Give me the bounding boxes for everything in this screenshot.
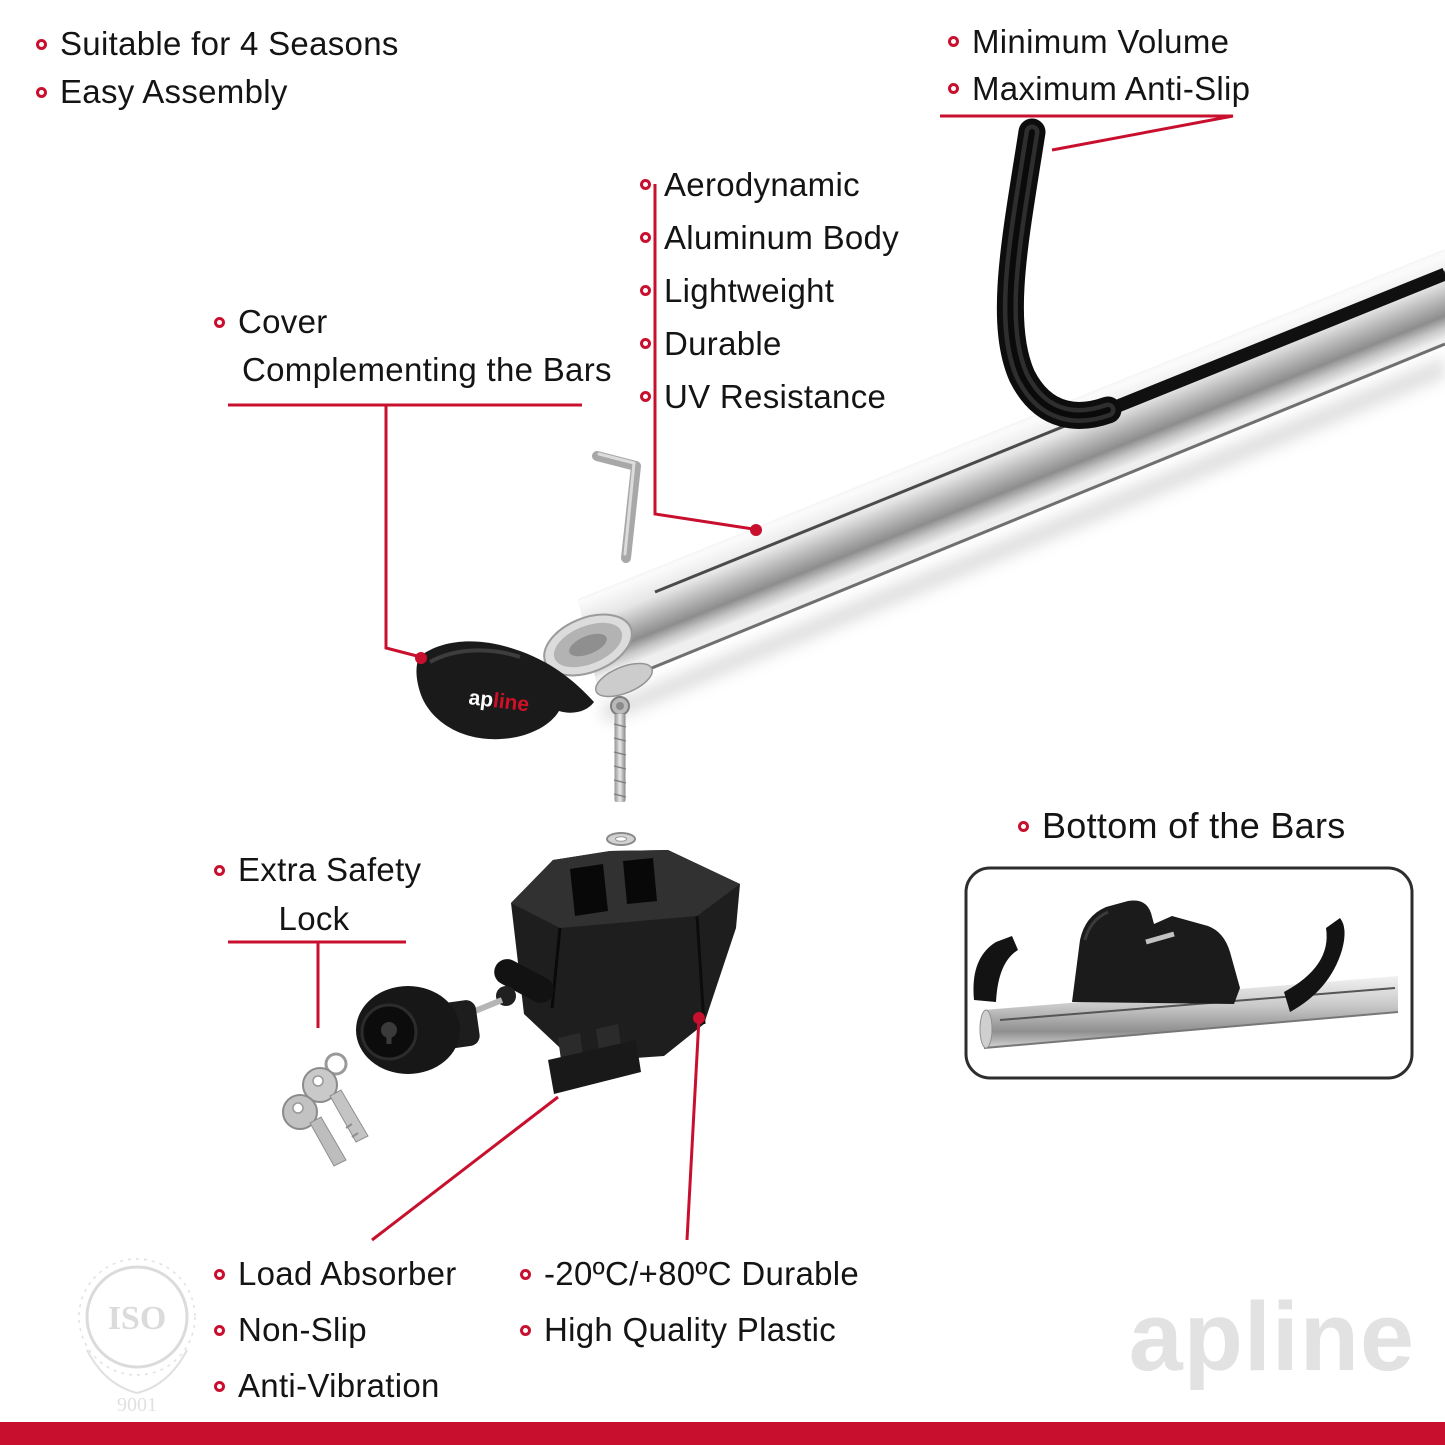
bottom-of-bars-panel [964, 866, 1414, 1080]
list-item: Anti-Vibration [214, 1358, 457, 1414]
iso-badge: ISO 9001 [78, 1258, 196, 1416]
list-item: Aerodynamic [640, 158, 899, 211]
washer-image [606, 832, 636, 846]
list-item: UV Resistance [640, 370, 899, 423]
list-item: Minimum Volume [948, 18, 1250, 65]
list-item: Easy Assembly [36, 68, 399, 116]
feature-label: Aluminum Body [664, 218, 899, 256]
bullet-icon [640, 232, 651, 243]
bullet-icon [640, 391, 651, 402]
cover-brand-logo: apline [467, 686, 530, 716]
anti-slip-strip-image [996, 118, 1445, 429]
bullet-icon [36, 38, 47, 50]
foot-clamp-image [511, 850, 740, 1062]
bullet-icon [640, 179, 651, 190]
bullet-icon [640, 285, 651, 296]
feature-label: -20ºC/+80ºC Durable [544, 1255, 860, 1292]
bullet-icon [1018, 820, 1029, 832]
connector-durable [685, 1017, 701, 1241]
list-item: -20ºC/+80ºC Durable [520, 1246, 859, 1302]
connector-load-absorber [371, 1095, 559, 1242]
section-title: Bottom of the Bars [1042, 805, 1346, 846]
connector-bar-features [653, 184, 754, 531]
list-item: Suitable for 4 Seasons [36, 20, 399, 68]
bullet-icon [214, 864, 225, 876]
connector-lines [228, 114, 1234, 1242]
feature-label: Non-Slip [238, 1311, 367, 1348]
connector-anti-slip [940, 114, 1234, 152]
cover-label-line2: Complementing the Bars [242, 351, 612, 388]
feature-label: Maximum Anti-Slip [972, 69, 1251, 107]
bullet-icon [214, 1268, 225, 1280]
feature-label: UV Resistance [664, 377, 887, 415]
bottom-of-bars-label: Bottom of the Bars [1018, 802, 1346, 850]
safety-lock-line1: Extra Safety [238, 851, 422, 888]
keys-image [282, 1052, 369, 1167]
bullet-icon [948, 36, 959, 47]
bullet-icon [640, 338, 651, 349]
top-left-feature-list: Suitable for 4 Seasons Easy Assembly [36, 20, 399, 116]
crossbar-shadow [600, 356, 1445, 724]
list-item: High Quality Plastic [520, 1302, 859, 1358]
connector-cover [384, 405, 418, 658]
material-feature-list: -20ºC/+80ºC Durable High Quality Plastic [520, 1246, 859, 1358]
bullet-icon [520, 1324, 531, 1336]
connector-dots [415, 524, 762, 1024]
inset-left-strip-image [973, 936, 1018, 1002]
feature-label: Lightweight [664, 271, 835, 309]
feature-label: Minimum Volume [972, 22, 1230, 60]
foot-feature-list: Load Absorber Non-Slip Anti-Vibration [214, 1246, 457, 1414]
list-item: Durable [640, 317, 899, 370]
safety-lock-line2: Lock [278, 900, 350, 937]
bullet-icon [948, 83, 959, 94]
iso-number: 9001 [117, 1394, 157, 1416]
allen-key-image [592, 451, 641, 563]
iso-title: ISO [108, 1300, 167, 1337]
list-item: Bottom of the Bars [1018, 802, 1346, 850]
safety-lock-label: Extra Safety Lock [214, 846, 421, 944]
list-item: Maximum Anti-Slip [948, 65, 1250, 112]
list-item: Lightweight [640, 264, 899, 317]
list-item: Non-Slip [214, 1302, 457, 1358]
bottom-accent-bar [0, 1422, 1445, 1445]
list-item: Aluminum Body [640, 211, 899, 264]
cover-label: Cover Complementing the Bars [214, 298, 612, 394]
list-item: Cover [214, 298, 612, 346]
end-cover-image: apline [416, 641, 594, 740]
safety-lock-line2-row: Lock [214, 894, 414, 944]
inset-clamp-image [1072, 900, 1240, 1004]
bullet-icon [36, 86, 47, 98]
inset-right-strip-image [1284, 918, 1345, 1012]
list-item: Load Absorber [214, 1246, 457, 1302]
top-right-feature-list: Minimum Volume Maximum Anti-Slip [948, 18, 1250, 112]
bar-feature-list: Aerodynamic Aluminum Body Lightweight Du… [640, 158, 899, 423]
load-absorber-image [548, 1024, 641, 1094]
brand-watermark: apline [1128, 1282, 1415, 1391]
safety-lock-image [356, 959, 554, 1074]
feature-label: Aerodynamic [664, 165, 860, 203]
feature-label: High Quality Plastic [544, 1311, 837, 1348]
cover-label-line1: Cover [238, 303, 328, 340]
list-item: Extra Safety [214, 846, 421, 894]
bullet-icon [214, 316, 225, 328]
bolt-image [610, 696, 630, 802]
feature-label: Durable [664, 324, 782, 362]
feature-label: Load Absorber [238, 1255, 457, 1292]
feature-label: Anti-Vibration [238, 1367, 440, 1404]
cover-label-line2-row: Complementing the Bars [242, 346, 612, 394]
bullet-icon [214, 1324, 225, 1336]
feature-label: Suitable for 4 Seasons [60, 25, 399, 62]
bullet-icon [214, 1380, 225, 1392]
feature-label: Easy Assembly [60, 73, 288, 110]
bullet-icon [520, 1268, 531, 1280]
